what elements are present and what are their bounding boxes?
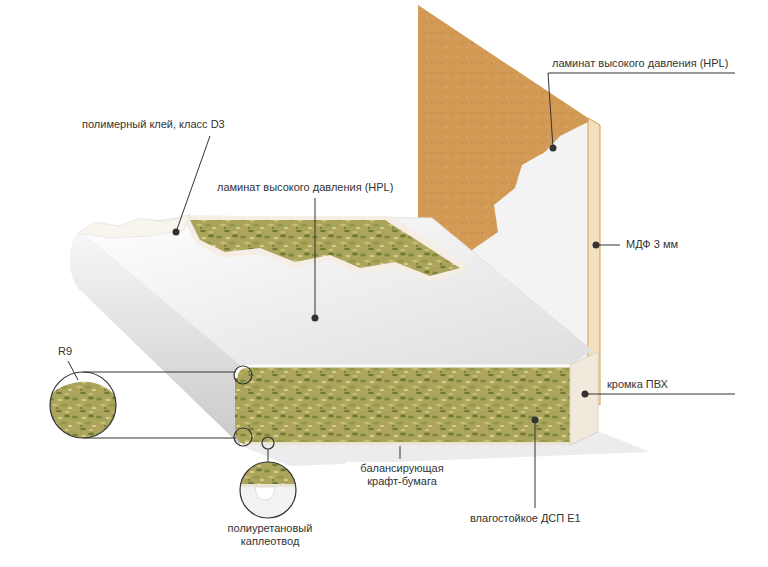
callout-label: R9 xyxy=(56,345,74,358)
callout-label: ламинат высокого давления (HPL) xyxy=(550,57,730,70)
chipboard-exposed xyxy=(190,220,460,276)
chipboard-section xyxy=(235,365,570,445)
callout-label: полимерный клей, класс D3 xyxy=(80,118,227,131)
hpl-layer xyxy=(236,366,570,378)
leader-dots xyxy=(173,145,600,424)
callout-label: влагостойкое ДСП Е1 xyxy=(468,512,583,525)
detail-marker xyxy=(262,437,274,449)
zoom-detail xyxy=(45,380,122,445)
zoom-line xyxy=(83,438,236,439)
zoom-circle-outline xyxy=(50,372,116,438)
pvc-edge xyxy=(570,352,598,445)
callout-label: кромка ПВХ xyxy=(605,378,670,391)
kraft-layer xyxy=(245,442,570,445)
callout-label: полиуретановый каплеотвод xyxy=(218,522,322,548)
callout-label: ламинат высокого давления (HPL) xyxy=(215,181,395,194)
zoom-line xyxy=(83,372,236,373)
callout-label: МДФ 3 мм xyxy=(624,238,680,251)
zoom-circle-outline xyxy=(240,462,296,518)
leader-lines xyxy=(68,73,735,508)
zoom-detail xyxy=(238,460,298,500)
zoom-line xyxy=(268,449,269,462)
callout-label: балансирующая крафт-бумага xyxy=(345,462,459,488)
detail-marker xyxy=(234,428,252,446)
glue-layer xyxy=(182,216,470,282)
peeled-hpl xyxy=(78,214,190,238)
detail-marker xyxy=(234,366,252,384)
